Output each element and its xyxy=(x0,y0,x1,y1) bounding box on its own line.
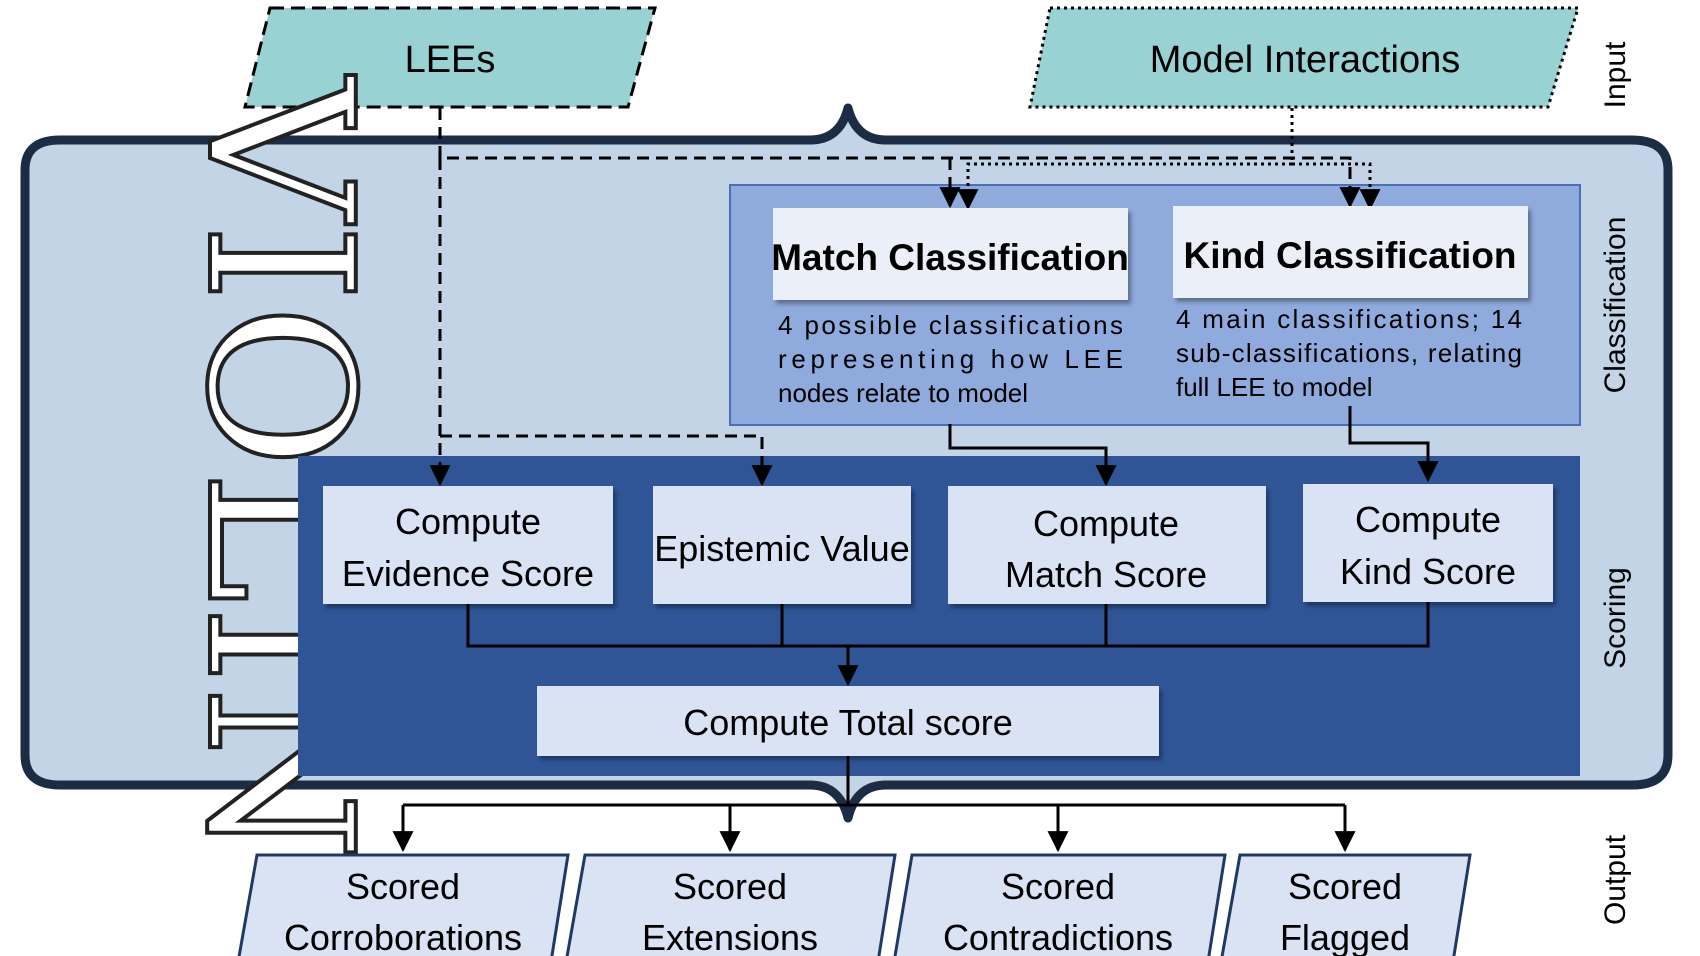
match-classification-title: Match Classification xyxy=(771,237,1129,278)
output-scored-extensions: Scored Extensions xyxy=(565,853,897,956)
kind-score-line-1: Compute xyxy=(1355,499,1501,540)
total-to-outputs-arrows xyxy=(392,756,1356,853)
output-3-line-1: Scored xyxy=(1001,866,1115,907)
side-label-output: Output xyxy=(1599,834,1632,925)
output-4-line-2: Flagged xyxy=(1280,917,1410,956)
scores-to-total-arrows xyxy=(466,602,1430,687)
evidence-line-1: Compute xyxy=(395,501,541,542)
epistemic-line-1: Epistemic Value xyxy=(654,528,909,569)
output-scored-contradictions: Scored Contradictions xyxy=(893,853,1227,956)
input-model-interactions: Model Interactions xyxy=(1028,6,1581,109)
match-score-line-1: Compute xyxy=(1033,503,1179,544)
lees-connectors xyxy=(429,108,1361,487)
side-label-input: Input xyxy=(1599,41,1632,108)
output-3-line-2: Contradictions xyxy=(943,917,1173,956)
output-2-line-1: Scored xyxy=(673,866,787,907)
compute-match-score: Compute Match Score xyxy=(948,486,1266,604)
output-1-line-2: Corroborations xyxy=(284,917,522,956)
model-interactions-connectors xyxy=(957,108,1381,211)
match-desc-line-3: nodes relate to model xyxy=(778,378,1028,408)
compute-kind-score: Compute Kind Score xyxy=(1303,484,1553,602)
kind-desc-line-1: 4 main classifications; 14 xyxy=(1176,304,1522,334)
total-score-label: Compute Total score xyxy=(683,702,1013,743)
kind-classification-description: 4 main classifications; 14 sub-classific… xyxy=(1176,304,1522,402)
classification-to-scoring-arrows xyxy=(948,406,1439,487)
kind-classification: Kind Classification xyxy=(1173,206,1528,298)
kind-desc-line-3: full LEE to model xyxy=(1176,372,1373,402)
kind-desc-line-2: sub-classifications, relating xyxy=(1176,338,1522,368)
match-desc-line-2: representing how LEE xyxy=(778,344,1123,374)
evidence-line-2: Evidence Score xyxy=(342,553,594,594)
output-scored-flagged: Scored Flagged xyxy=(1220,853,1472,956)
side-label-scoring: Scoring xyxy=(1599,567,1632,669)
match-classification: Match Classification xyxy=(771,208,1129,300)
compute-total-score: Compute Total score xyxy=(537,686,1159,756)
epistemic-value: Epistemic Value xyxy=(653,486,911,604)
output-1-line-1: Scored xyxy=(346,866,460,907)
kind-classification-title: Kind Classification xyxy=(1183,235,1516,276)
output-2-line-2: Extensions xyxy=(642,917,818,956)
input-lees: LEEs xyxy=(243,6,657,109)
match-score-line-2: Match Score xyxy=(1005,554,1207,595)
input-model-interactions-label: Model Interactions xyxy=(1150,39,1461,81)
compute-evidence-score: Compute Evidence Score xyxy=(323,486,613,604)
side-label-classification: Classification xyxy=(1599,217,1632,394)
output-scored-corroborations: Scored Corroborations xyxy=(237,853,570,956)
kind-score-line-2: Kind Score xyxy=(1340,551,1516,592)
output-4-line-1: Scored xyxy=(1288,866,1402,907)
input-lees-label: LEEs xyxy=(405,39,496,81)
